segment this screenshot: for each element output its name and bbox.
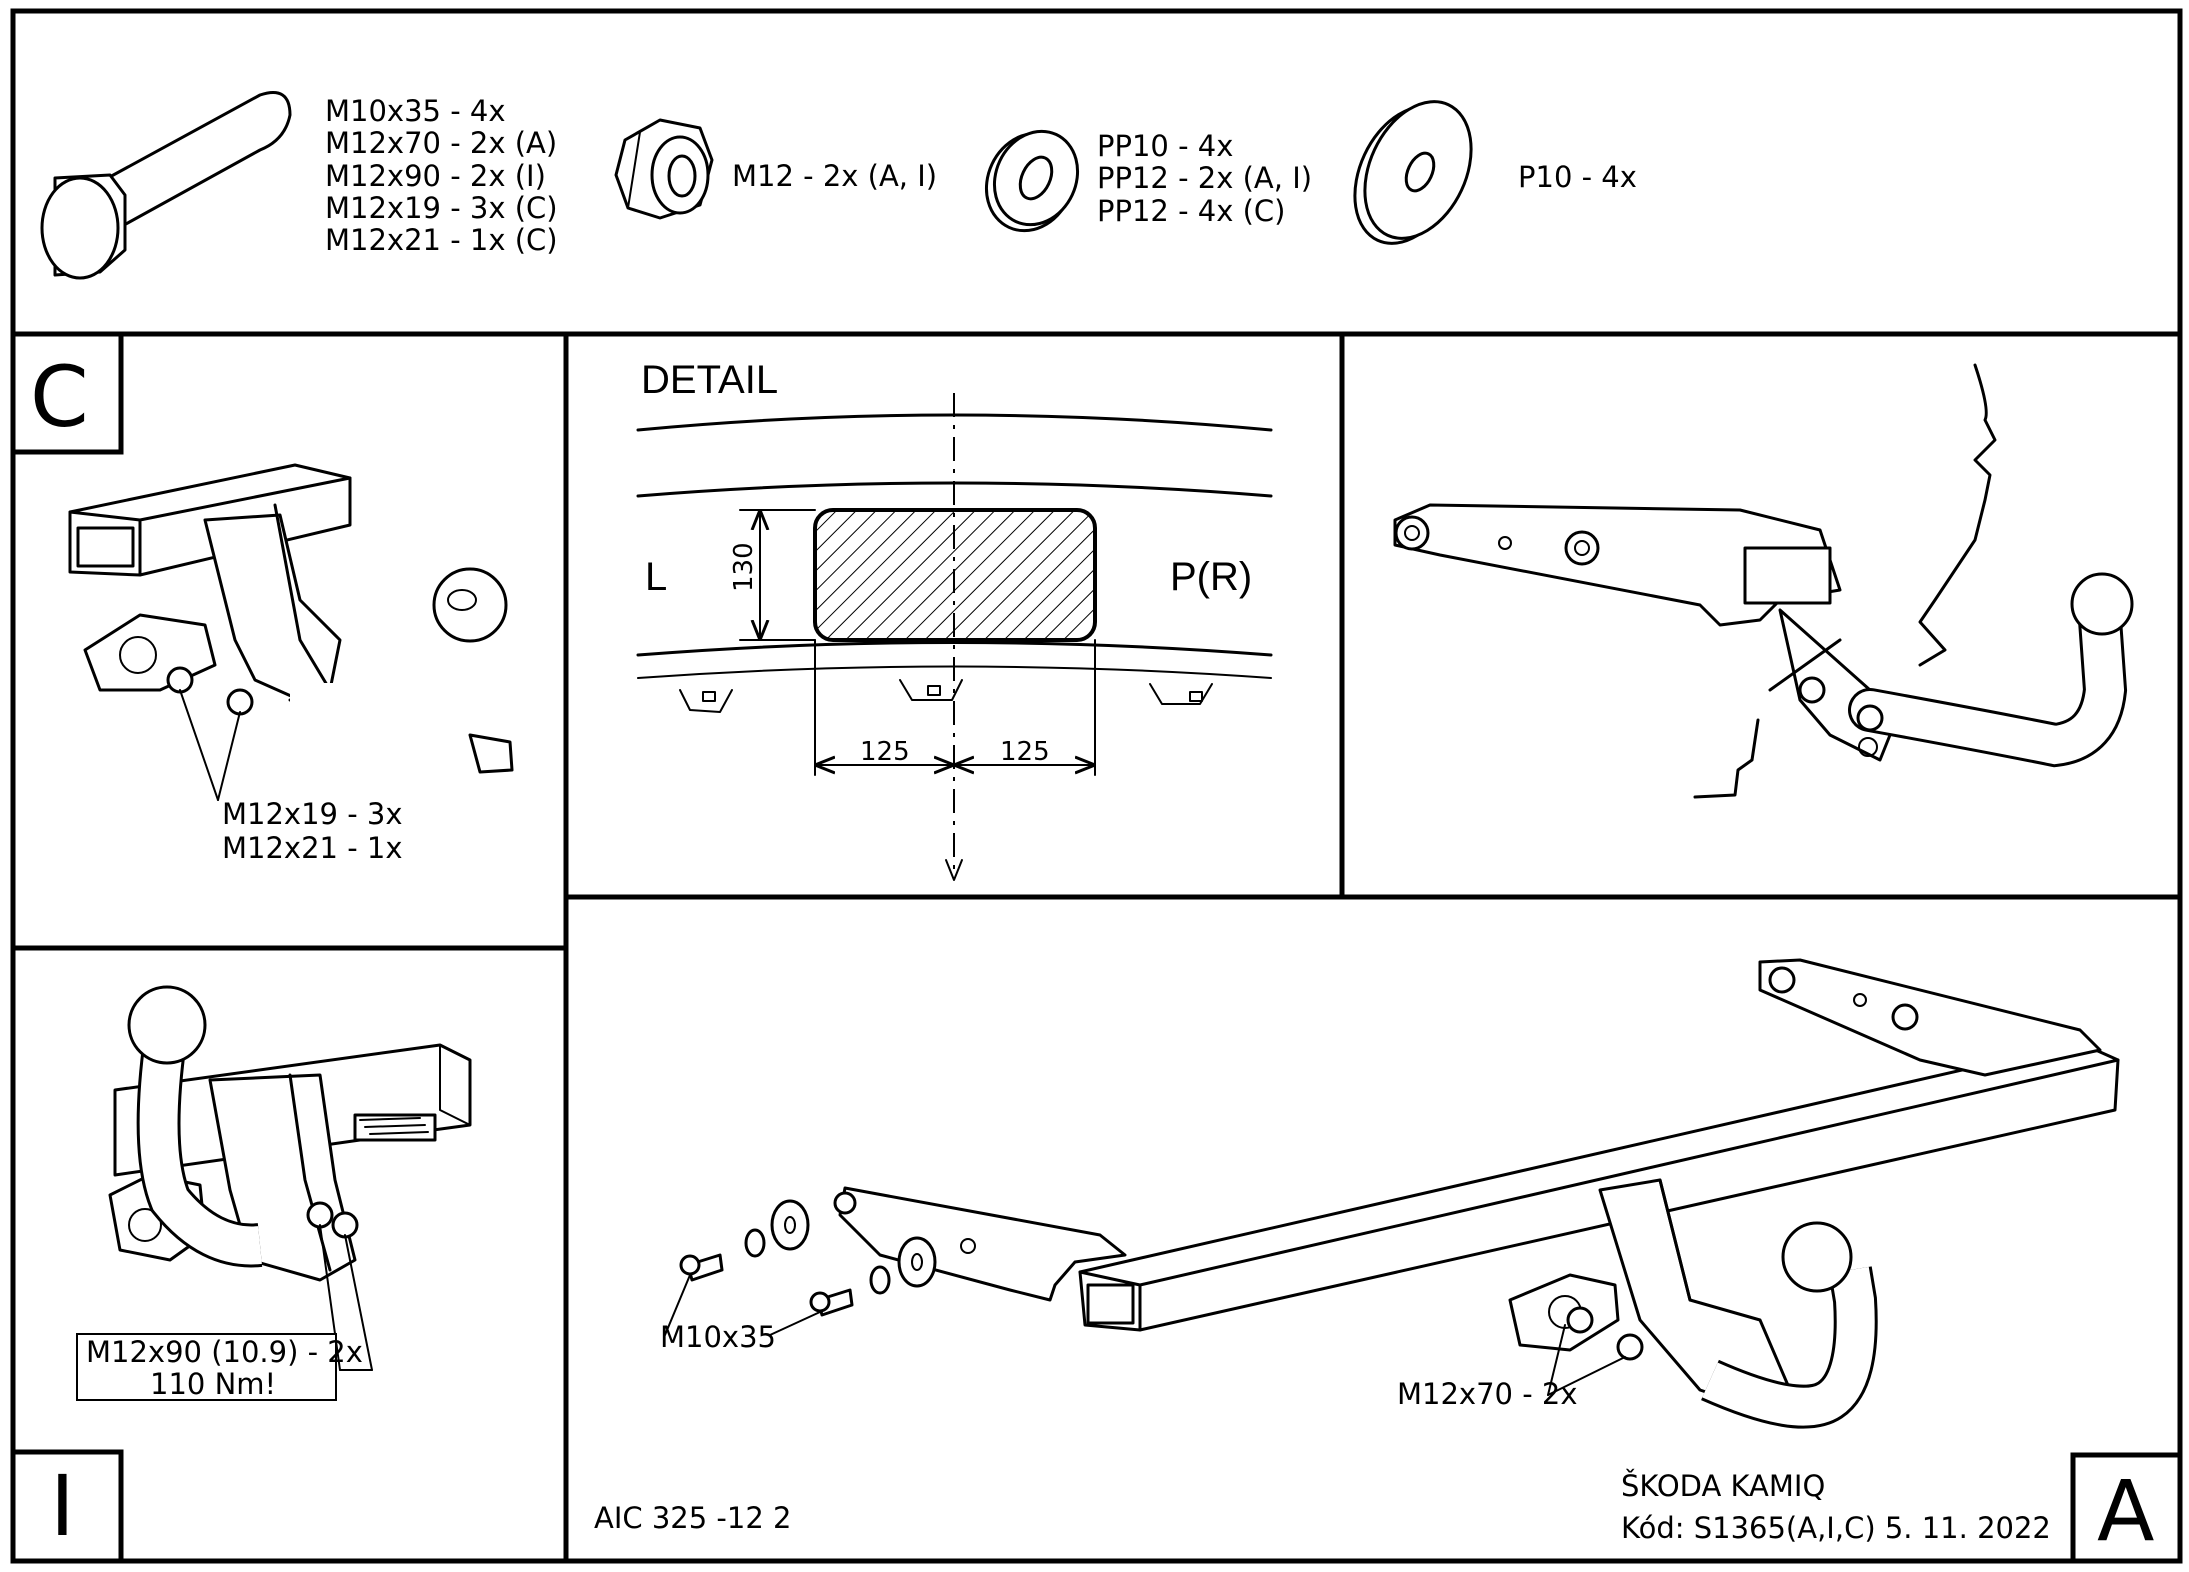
- code-and-date: Kód: S1365(A,I,C) 5. 11. 2022: [1621, 1511, 2051, 1545]
- panel-c: C M12x19 - 3x M12x21 - 1x: [10, 331, 514, 865]
- bolt-spec-5: M12x21 - 1x (C): [325, 223, 558, 257]
- hardware-spring-washer-illustration: [984, 129, 1080, 233]
- panel-a-callout-leaders: [664, 1274, 1626, 1396]
- bolt-spec-1: M10x35 - 4x: [325, 94, 506, 128]
- detail-title: DETAIL: [641, 358, 778, 402]
- hardware-bolt-labels: M10x35 - 4x M12x70 - 2x (A) M12x90 - 2x …: [325, 94, 558, 257]
- panel-a-letter-box: [2070, 1452, 2183, 1564]
- panel-c-letter-box: [10, 331, 124, 455]
- panel-c-callout-1: M12x19 - 3x: [222, 797, 403, 831]
- center-arrow-icon: [945, 859, 963, 881]
- drawing-code: AIC 325 -12 2: [594, 1501, 791, 1535]
- width-dim-left: 125: [860, 737, 910, 767]
- width-dim-right: 125: [1000, 737, 1050, 767]
- panel-c-callout-2: M12x21 - 1x: [222, 831, 403, 865]
- nut-spec: M12 - 2x (A, I): [732, 159, 937, 193]
- washer-spec: P10 - 4x: [1518, 160, 1637, 194]
- right-side-label: P(R): [1170, 555, 1252, 599]
- height-dimension: [739, 509, 816, 641]
- width-dimensions: [814, 639, 1096, 776]
- panel-i-letter: I: [50, 1457, 75, 1555]
- panel-detail: DETAIL 130 125 125 L P(R): [636, 358, 1273, 881]
- panel-i-callout-line1: M12x90 (10.9) - 2x: [86, 1335, 363, 1369]
- height-dim-value: 130: [729, 542, 759, 592]
- panel-i-callout-line2: 110 Nm!: [150, 1367, 276, 1401]
- panel-a-letter: A: [2097, 1462, 2154, 1560]
- side-view-towbar-illustration: [1393, 503, 2134, 768]
- panel-a: A: [660, 958, 2183, 1564]
- bolt-spec-2: M12x70 - 2x (A): [325, 126, 557, 160]
- panel-c-callout-leaders: [179, 689, 241, 801]
- spring-washer-spec-2: PP12 - 2x (A, I): [1097, 161, 1312, 195]
- hardware-washer-illustration: [1353, 100, 1473, 245]
- hardware-nut-illustration: [614, 118, 714, 220]
- bolt-spec-4: M12x19 - 3x (C): [325, 191, 558, 225]
- panel-a-main-callout: M12x70 - 2x: [1397, 1377, 1578, 1411]
- spring-washer-spec-3: PP12 - 4x (C): [1097, 194, 1286, 228]
- panel-i: I M12x90 (10.9) - 2x 110 Nm!: [10, 985, 472, 1564]
- panel-a-towbar-illustration: [833, 958, 2120, 1429]
- panel-a-loose-fasteners: [679, 1199, 937, 1317]
- panel-c-towbar-illustration: [68, 463, 514, 774]
- title-block: AIC 325 -12 2 ŠKODA KAMIQ Kód: S1365(A,I…: [594, 1469, 2051, 1545]
- panel-a-bolt-callout: M10x35: [660, 1320, 776, 1354]
- panel-i-towbar-illustration: [108, 985, 472, 1282]
- bolt-spec-3: M12x90 - 2x (I): [325, 159, 546, 193]
- panel-i-letter-box: [10, 1449, 124, 1564]
- spring-washer-labels: PP10 - 4x PP12 - 2x (A, I) PP12 - 4x (C): [1097, 129, 1312, 228]
- panel-c-letter: C: [30, 348, 89, 446]
- hardware-bolt-illustration: [40, 91, 292, 280]
- vehicle-name: ŠKODA KAMIQ: [1621, 1469, 1825, 1503]
- vehicle-body-contour: [1693, 363, 1997, 799]
- spring-washer-spec-1: PP10 - 4x: [1097, 129, 1233, 163]
- panel-i-callout-box: [76, 1333, 337, 1401]
- drawing-frame: [10, 8, 2183, 1564]
- left-side-label: L: [645, 555, 667, 599]
- panel-side-view: [1393, 363, 2134, 799]
